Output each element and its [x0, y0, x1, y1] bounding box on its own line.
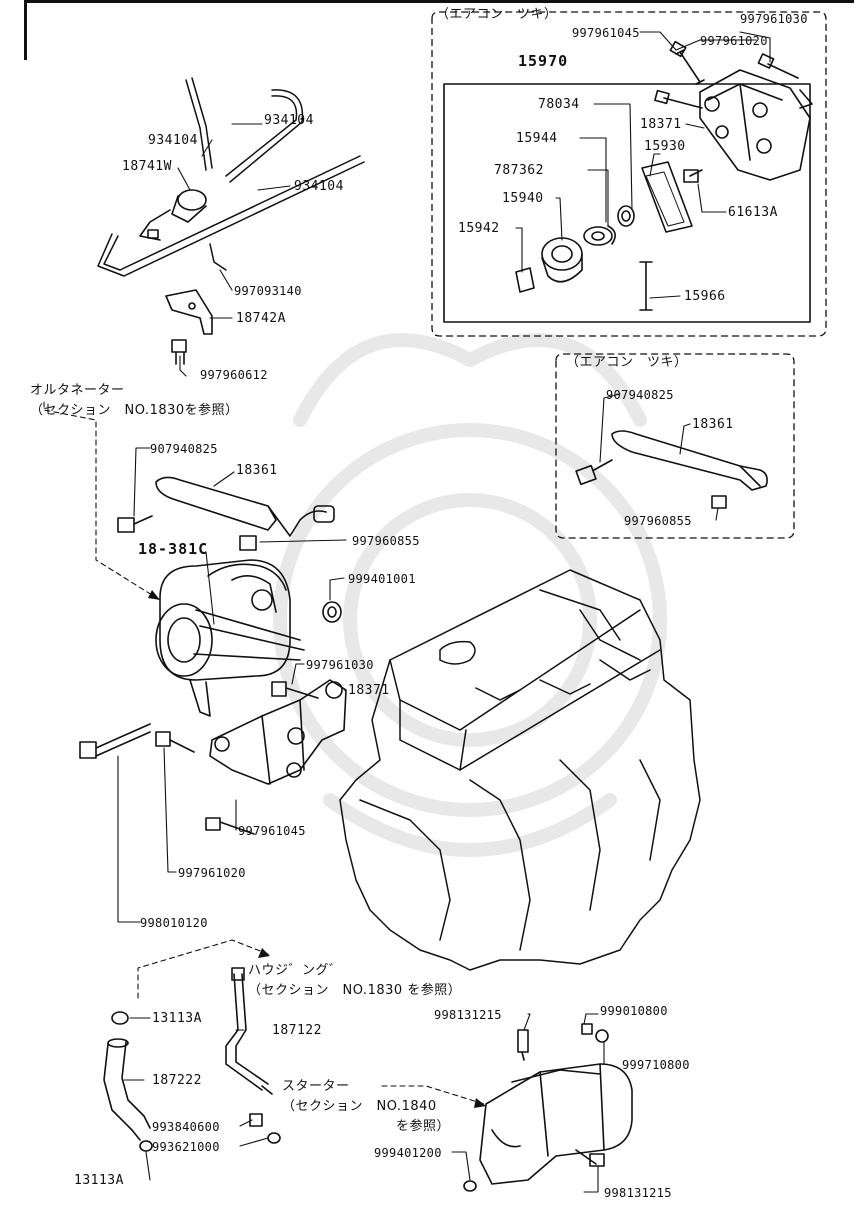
note-starter-title: スターター [282, 1079, 350, 1094]
part-label-18-381C: 18-381C [138, 540, 209, 558]
part-label-934104-c: 934104 [294, 179, 344, 194]
alternator-18381C [155, 559, 305, 717]
alternator-bracket-18371 [209, 679, 347, 785]
part-label-18742A: 18742A [236, 311, 286, 326]
note-housing-title: ハウジ゛ング゛ [248, 963, 343, 978]
part-label-907940825-right: 907940825 [606, 388, 674, 402]
part-label-993840600: 993840600 [152, 1120, 220, 1134]
vacuum-hoses [97, 77, 365, 277]
part-label-787362: 787362 [494, 163, 544, 178]
part-label-18361-right: 18361 [692, 417, 734, 432]
bolts-mid-bracket [79, 681, 319, 835]
bolts-top-right [654, 40, 799, 183]
ac-bracket-top [699, 69, 813, 181]
part-label-997093140: 997093140 [234, 284, 302, 298]
part-label-997960612: 997960612 [200, 368, 268, 382]
part-label-13113A-top: 13113A [152, 1011, 202, 1026]
part-label-15944: 15944 [516, 131, 558, 146]
arrow-heads [148, 590, 486, 1108]
subassembly-box-15970 [443, 83, 811, 323]
note-housing-ref: （セクション NO.1830 を参照） [248, 983, 462, 998]
part-label-999401001: 999401001 [348, 572, 416, 586]
part-label-18371-top: 18371 [640, 117, 682, 132]
part-label-997961030-top: 997961030 [740, 12, 808, 26]
part-label-15930: 15930 [644, 139, 686, 154]
engine-block [339, 569, 701, 971]
part-label-999010800: 999010800 [600, 1004, 668, 1018]
part-label-998131215-bot: 998131215 [604, 1186, 672, 1200]
leader-lines [117, 31, 771, 1193]
note-ac-option-top: （エアコン ツキ） [436, 7, 558, 22]
part-label-997960855-left: 997960855 [352, 534, 420, 548]
note-alternator-ref: （セクション NO.1830を参照） [30, 403, 239, 418]
tensioner-pulley-assembly [515, 161, 693, 311]
part-label-18371-mid: 18371 [348, 683, 390, 698]
water-hoses-lower [103, 967, 281, 1152]
part-label-187222: 187222 [152, 1073, 202, 1088]
part-label-15966: 15966 [684, 289, 726, 304]
part-label-78034: 78034 [538, 97, 580, 112]
ac-option-box-mid [555, 353, 795, 539]
ac-bracket-18361-right [575, 430, 768, 509]
part-label-934104-a: 934104 [264, 113, 314, 128]
part-label-934104-b: 934104 [148, 133, 198, 148]
part-label-998010120: 998010120 [140, 916, 208, 930]
note-alternator-title: オルタネーター [30, 383, 125, 398]
starter-motor [463, 1023, 633, 1192]
note-ac-option-mid: （エアコン ツキ） [566, 355, 688, 370]
part-label-15970: 15970 [518, 52, 569, 70]
solenoid-valve-18741W [139, 189, 207, 241]
part-label-13113A-bot: 13113A [74, 1173, 124, 1188]
bolt-997960612 [171, 339, 187, 365]
part-label-997961045-top: 997961045 [572, 26, 640, 40]
part-label-999710800: 999710800 [622, 1058, 690, 1072]
nut-999401001 [322, 601, 342, 623]
page-top-rule [24, 0, 854, 3]
part-label-997961020-mid: 997961020 [178, 866, 246, 880]
part-label-18361-left: 18361 [236, 463, 278, 478]
bracket-18742A [165, 289, 213, 335]
ac-option-box-top [431, 11, 827, 337]
part-label-187122: 187122 [272, 1023, 322, 1038]
part-label-61613A: 61613A [728, 205, 778, 220]
part-label-998131215-top: 998131215 [434, 1008, 502, 1022]
part-label-993621000: 993621000 [152, 1140, 220, 1154]
part-label-15942: 15942 [458, 221, 500, 236]
note-starter-ref: （セクション NO.1840 [282, 1099, 437, 1114]
part-label-997960855-right: 997960855 [624, 514, 692, 528]
part-label-999401200: 999401200 [374, 1146, 442, 1160]
alternator-bracket-18361-left [117, 476, 335, 551]
part-label-997961020-top: 997961020 [700, 34, 768, 48]
watermark-emblem [273, 333, 667, 857]
part-label-18741W: 18741W [122, 159, 172, 174]
part-label-997961030-mid: 997961030 [306, 658, 374, 672]
dashed-reference-lines [43, 401, 485, 1105]
part-label-15940: 15940 [502, 191, 544, 206]
page-left-rule [24, 0, 27, 60]
part-label-907940825-left: 907940825 [150, 442, 218, 456]
note-starter-ref-end: を参照） [396, 1119, 451, 1134]
part-label-997961045-mid: 997961045 [238, 824, 306, 838]
